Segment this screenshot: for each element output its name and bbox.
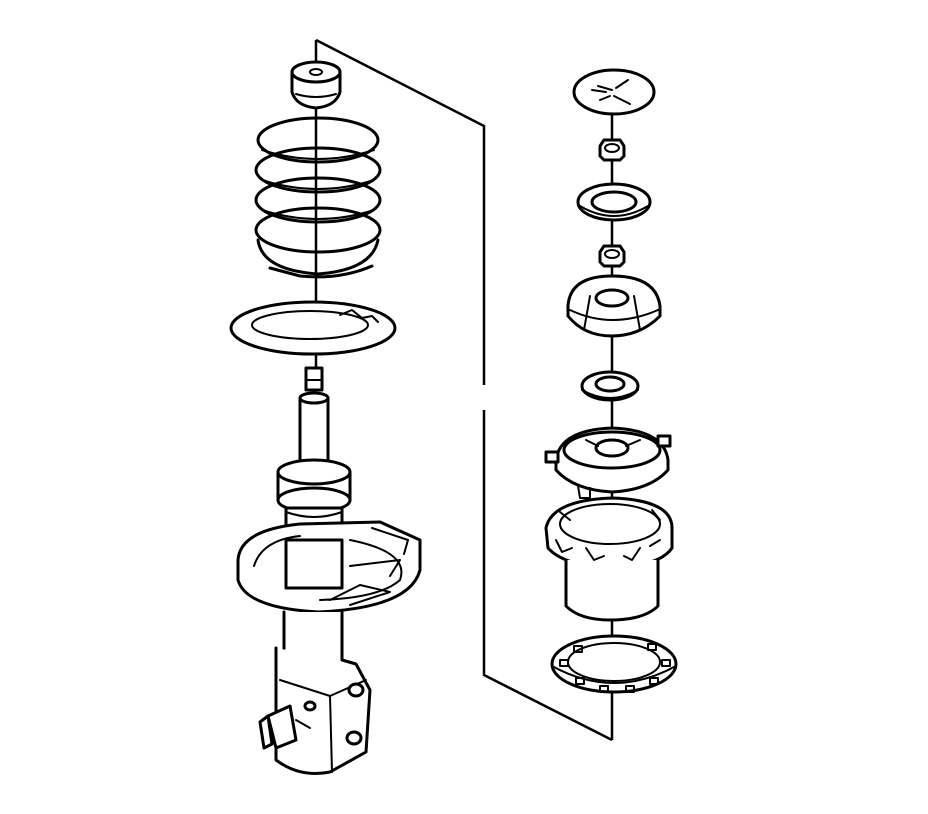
connector-line — [315, 38, 613, 742]
upper-nut — [598, 138, 626, 162]
lower-insulator — [550, 634, 678, 694]
spring-insulator — [229, 300, 397, 356]
cap — [572, 68, 656, 116]
lower-spring-seat — [236, 520, 422, 614]
coil-spring — [254, 116, 382, 279]
steering-knuckle-bracket — [258, 610, 372, 775]
right-stack — [544, 68, 678, 740]
washer — [576, 182, 652, 222]
dust-boot — [566, 274, 662, 338]
lock-nut — [598, 244, 626, 268]
left-stack — [229, 40, 422, 775]
upper-mount — [544, 426, 672, 499]
bearing-washer — [580, 370, 640, 402]
spring-seat-housing — [544, 496, 674, 622]
bump-stop — [290, 60, 342, 110]
strut-piston-rod — [298, 366, 330, 472]
